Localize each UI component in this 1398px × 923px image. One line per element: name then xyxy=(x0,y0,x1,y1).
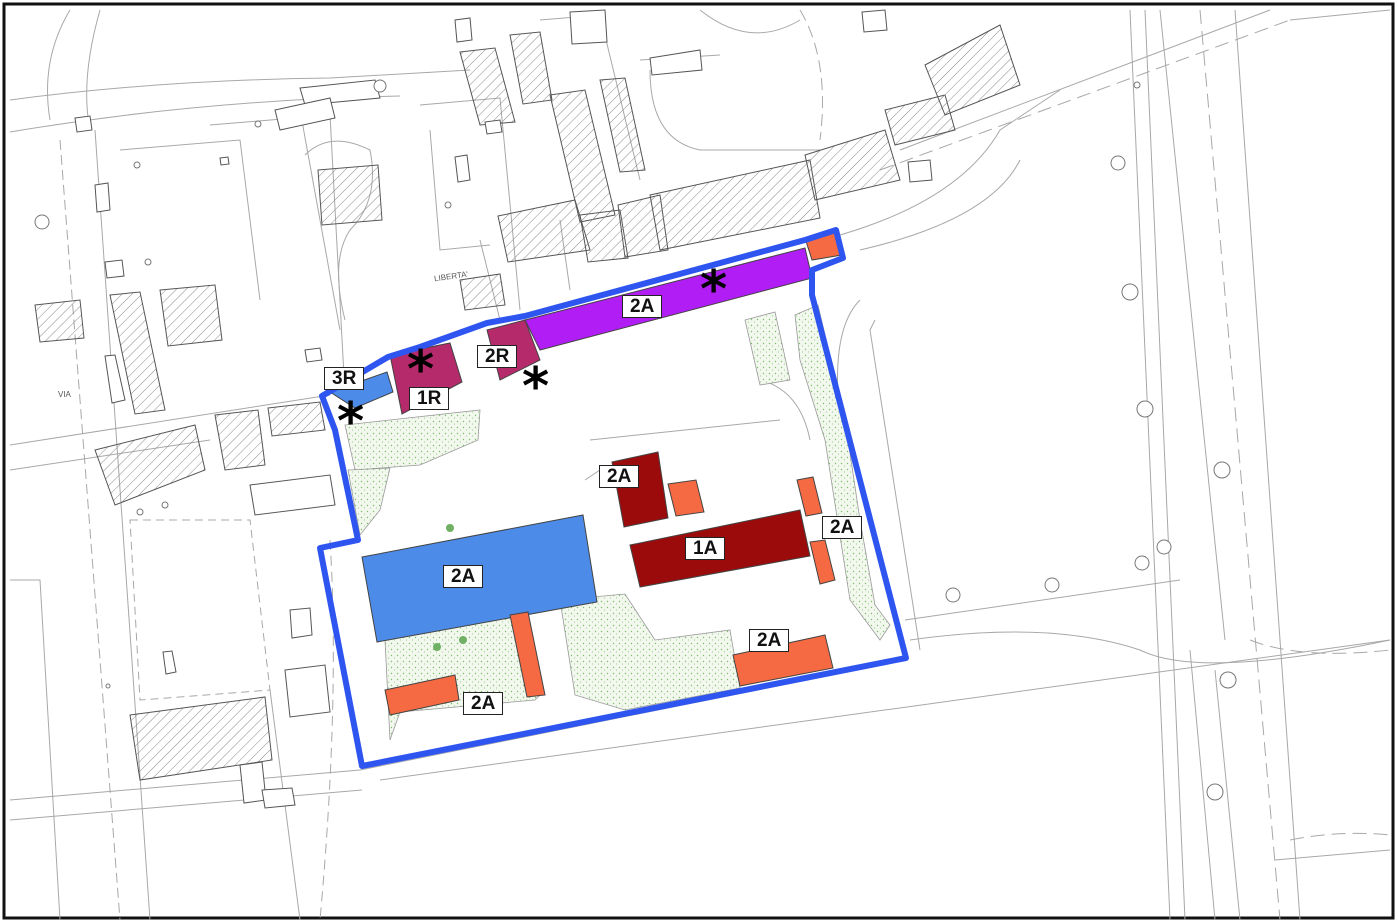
zone-label-2a-darkred: 2A xyxy=(599,465,640,488)
existing-buildings xyxy=(34,24,1021,781)
outlined-buildings xyxy=(74,9,933,809)
zone-orange-c xyxy=(809,539,836,585)
zone-label-2a-bottom-left: 2A xyxy=(463,692,504,715)
zone-orange-a xyxy=(667,479,705,517)
asterisk-marker: * xyxy=(337,392,365,452)
zone-label-2a-bottom-right: 2A xyxy=(749,629,790,652)
zone-label-2a-right: 2A xyxy=(822,516,863,539)
zone-blue-3R xyxy=(328,371,394,409)
zone-orange-d xyxy=(509,611,546,698)
tree-markers xyxy=(34,79,1237,801)
zone-label-2a-top: 2A xyxy=(622,295,663,318)
zone-magenta-1R xyxy=(389,342,463,415)
zone-label-3r: 3R xyxy=(324,367,365,390)
asterisk-marker: * xyxy=(522,357,550,417)
asterisk-marker: * xyxy=(700,260,728,320)
zone-label-1r: 1R xyxy=(409,387,450,410)
zone-orange-f xyxy=(732,634,834,687)
zone-orange-b xyxy=(796,476,823,517)
project-boundary xyxy=(317,227,909,769)
zone-label-1a: 1A xyxy=(685,537,726,560)
zone-orange-e xyxy=(384,674,460,716)
green-dots xyxy=(433,524,467,651)
street-label-via: VIA xyxy=(58,390,71,399)
zone-label-2a-blue: 2A xyxy=(443,565,484,588)
asterisk-marker: * xyxy=(407,340,435,400)
zone-label-2r: 2R xyxy=(477,345,518,368)
